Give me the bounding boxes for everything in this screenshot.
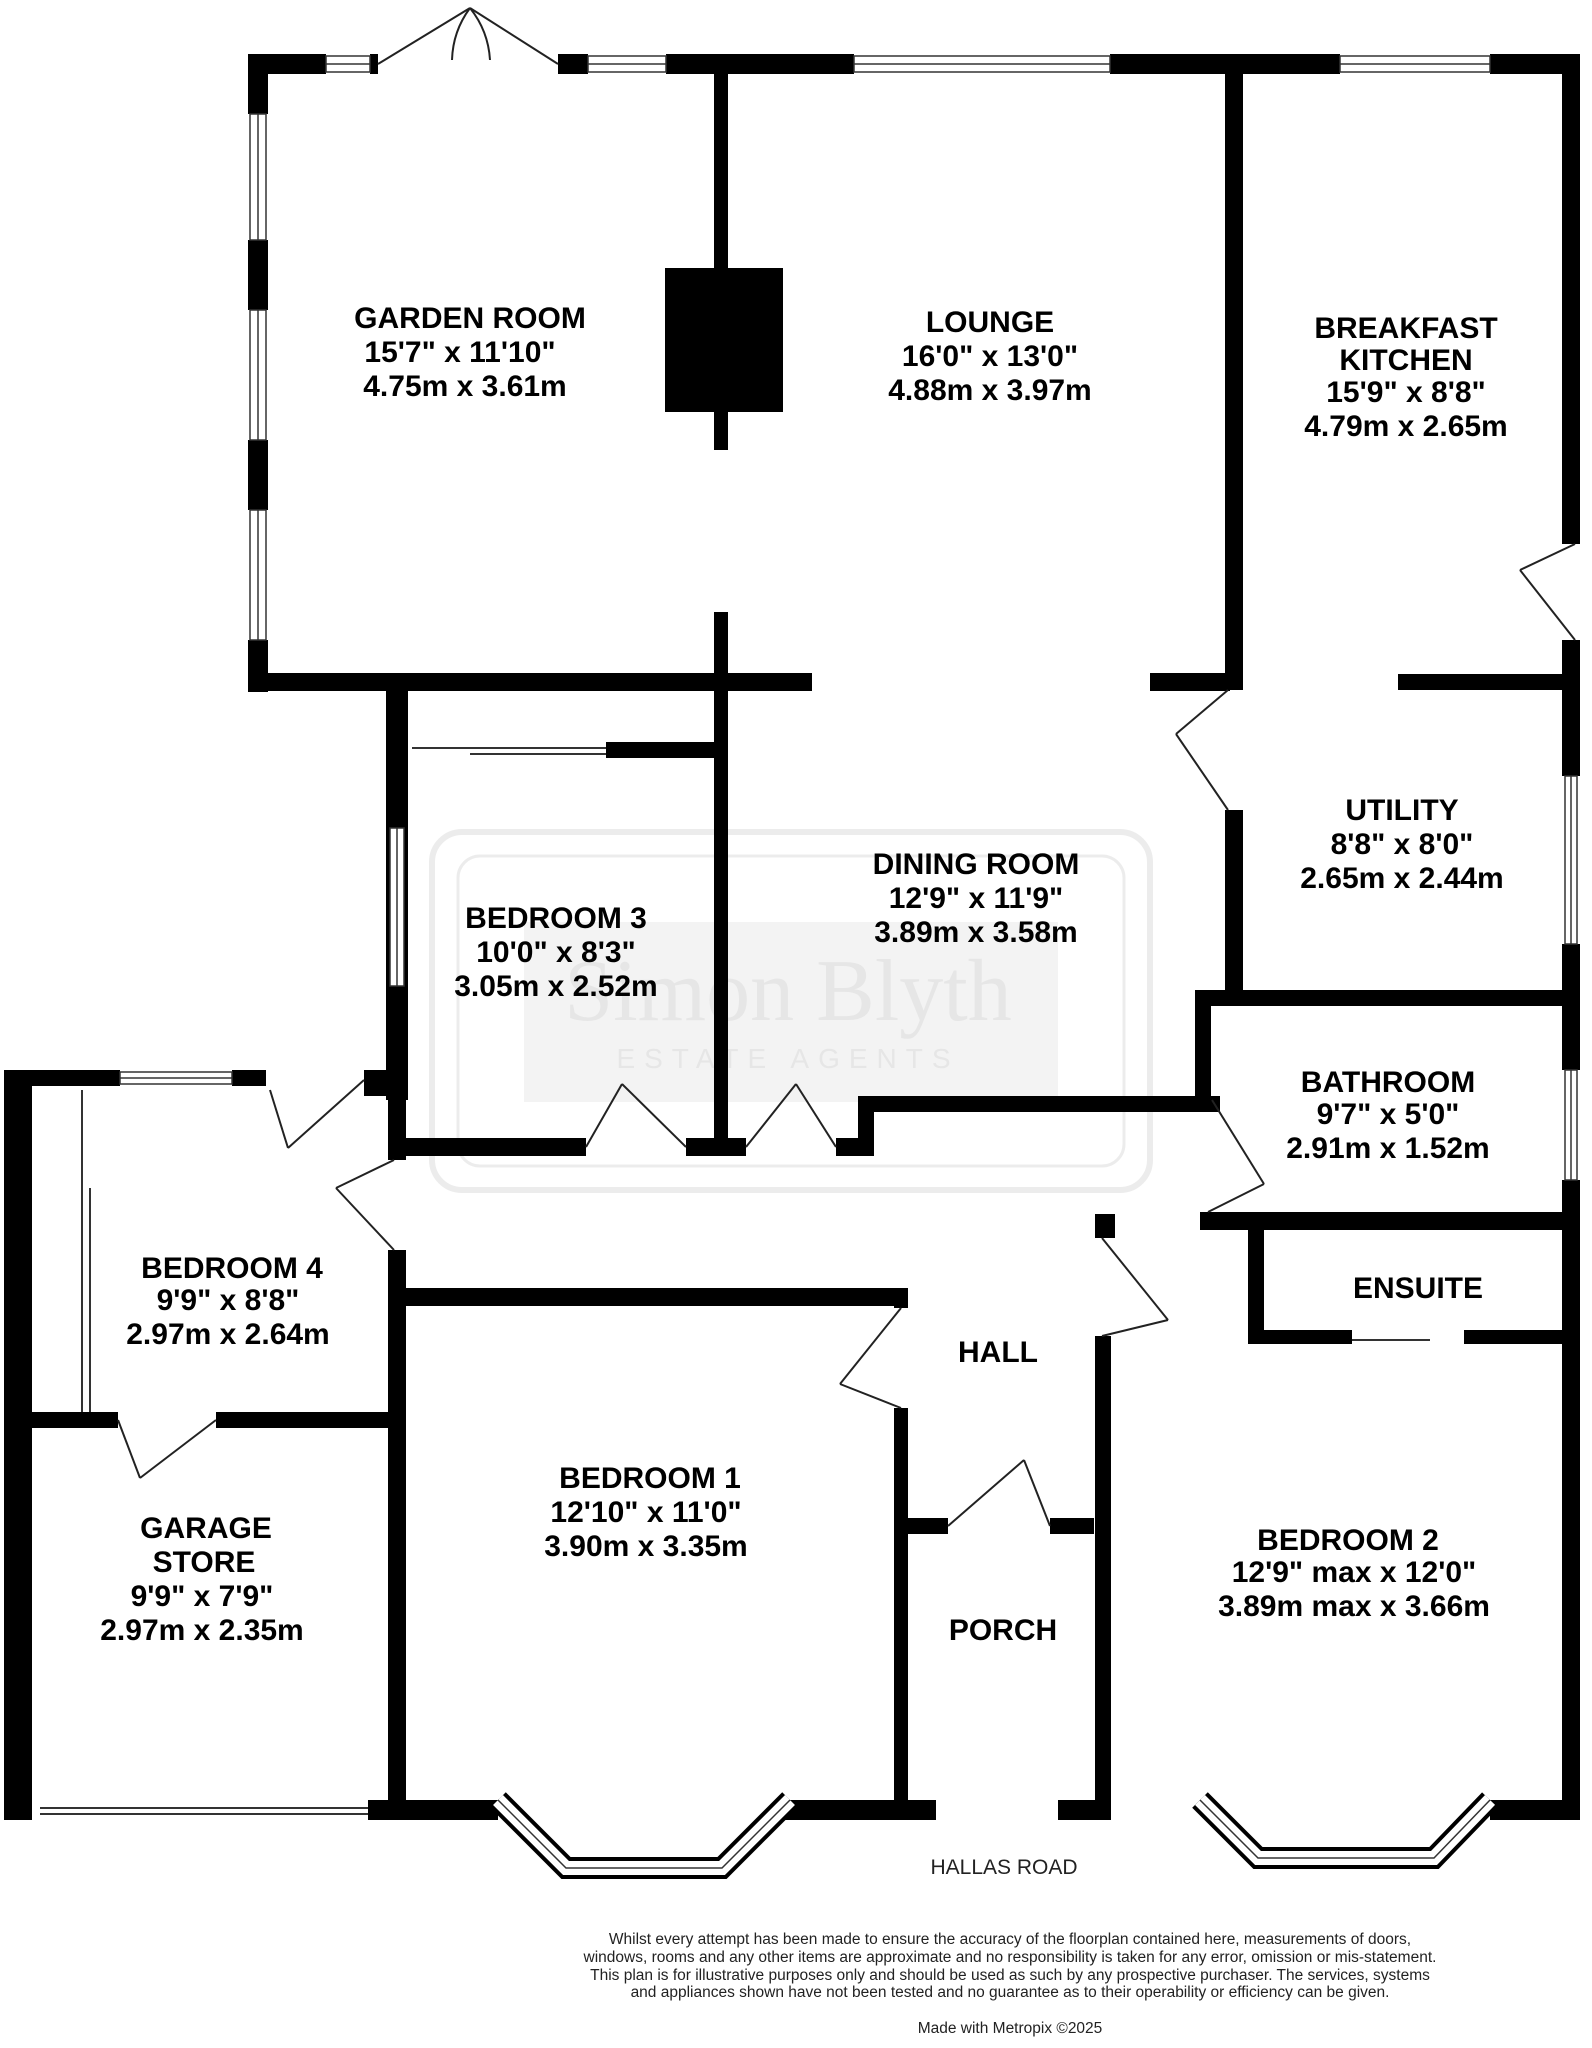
room-porch: PORCH: [949, 1614, 1057, 1647]
room-bedroom-1: BEDROOM 1 12'10" x 11'0" 3.90m x 3.35m: [544, 1462, 747, 1563]
bedroom-3-imperial: 10'0" x 8'3": [476, 936, 636, 969]
hall-name: HALL: [958, 1336, 1038, 1369]
road-label: HALLAS ROAD: [930, 1856, 1077, 1879]
dining-room-imperial: 12'9" x 11'9": [889, 882, 1064, 915]
room-bedroom-3: BEDROOM 3 10'0" x 8'3" 3.05m x 2.52m: [454, 902, 657, 1003]
bay-window-bedroom-1: [490, 1792, 798, 1879]
breakfast-kitchen-name-line1: BREAKFAST: [1314, 312, 1497, 345]
lounge-name: LOUNGE: [926, 306, 1054, 339]
breakfast-kitchen-metric: 4.79m x 2.65m: [1304, 410, 1507, 443]
credit: Made with Metropix ©2025: [917, 2020, 1103, 2037]
breakfast-kitchen-imperial: 15'9" x 8'8": [1326, 376, 1486, 409]
ensuite-name: ENSUITE: [1353, 1272, 1483, 1305]
watermark-subtitle: ESTATE AGENTS: [616, 1043, 959, 1074]
room-garden-room: GARDEN ROOM 15'7" x 11'10" 4.75m x 3.61m: [354, 302, 586, 403]
utility-imperial: 8'8" x 8'0": [1331, 828, 1474, 861]
bedroom-3-name: BEDROOM 3: [465, 902, 647, 935]
utility-metric: 2.65m x 2.44m: [1300, 862, 1503, 895]
bedroom-4-imperial: 9'9" x 8'8": [157, 1284, 300, 1317]
bay-window-bedroom-2: [1192, 1792, 1498, 1869]
room-garage-store: GARAGE STORE 9'9" x 7'9" 2.97m x 2.35m: [100, 1512, 303, 1647]
garden-room-name: GARDEN ROOM: [354, 302, 586, 335]
watermark-name: Simon Blyth: [564, 943, 1011, 1040]
windows: [119, 55, 1578, 1181]
bathroom-imperial: 9'7" x 5'0": [1317, 1098, 1460, 1131]
room-breakfast-kitchen: BREAKFAST KITCHEN 15'9" x 8'8" 4.79m x 2…: [1304, 312, 1507, 443]
garden-room-metric: 4.75m x 3.61m: [363, 370, 566, 403]
room-hall: HALL: [958, 1336, 1038, 1369]
room-bedroom-4: BEDROOM 4 9'9" x 8'8" 2.97m x 2.64m: [126, 1252, 329, 1351]
disclaimer: Whilst every attempt has been made to en…: [583, 1931, 1437, 2002]
bedroom-2-name: BEDROOM 2: [1257, 1524, 1439, 1557]
bedroom-1-metric: 3.90m x 3.35m: [544, 1530, 747, 1563]
room-bathroom: BATHROOM 9'7" x 5'0" 2.91m x 1.52m: [1286, 1066, 1489, 1165]
bedroom-4-name: BEDROOM 4: [141, 1252, 323, 1285]
bedroom-3-metric: 3.05m x 2.52m: [454, 970, 657, 1003]
garage-store-imperial: 9'9" x 7'9": [131, 1580, 274, 1613]
doors: [117, 7, 1576, 1527]
garden-room-imperial: 15'7" x 11'10": [364, 336, 555, 369]
room-utility: UTILITY 8'8" x 8'0" 2.65m x 2.44m: [1300, 794, 1503, 895]
fixtures: [40, 747, 1430, 1815]
bedroom-1-imperial: 12'10" x 11'0": [550, 1496, 741, 1529]
garage-store-name-line2: STORE: [153, 1546, 256, 1579]
bathroom-name: BATHROOM: [1301, 1066, 1475, 1099]
dining-room-name: DINING ROOM: [873, 848, 1080, 881]
garage-store-name-line1: GARAGE: [140, 1512, 272, 1545]
room-dining-room: DINING ROOM 12'9" x 11'9" 3.89m x 3.58m: [873, 848, 1080, 949]
bedroom-2-metric: 3.89m max x 3.66m: [1218, 1590, 1490, 1623]
room-bedroom-2: BEDROOM 2 12'9" max x 12'0" 3.89m max x …: [1218, 1524, 1490, 1623]
porch-name: PORCH: [949, 1614, 1057, 1647]
bathroom-metric: 2.91m x 1.52m: [1286, 1132, 1489, 1165]
utility-name: UTILITY: [1345, 794, 1458, 827]
walls: [4, 54, 1580, 1820]
garage-store-metric: 2.97m x 2.35m: [100, 1614, 303, 1647]
lounge-metric: 4.88m x 3.97m: [888, 374, 1091, 407]
lounge-imperial: 16'0" x 13'0": [902, 340, 1078, 373]
room-ensuite: ENSUITE: [1353, 1272, 1483, 1305]
bedroom-2-imperial: 12'9" max x 12'0": [1232, 1556, 1477, 1589]
room-lounge: LOUNGE 16'0" x 13'0" 4.88m x 3.97m: [888, 306, 1091, 407]
breakfast-kitchen-name-line2: KITCHEN: [1339, 344, 1472, 377]
watermark: Simon Blyth ESTATE AGENTS: [429, 829, 1153, 1193]
bedroom-1-name: BEDROOM 1: [559, 1462, 741, 1495]
bedroom-4-metric: 2.97m x 2.64m: [126, 1318, 329, 1351]
dining-room-metric: 3.89m x 3.58m: [874, 916, 1077, 949]
